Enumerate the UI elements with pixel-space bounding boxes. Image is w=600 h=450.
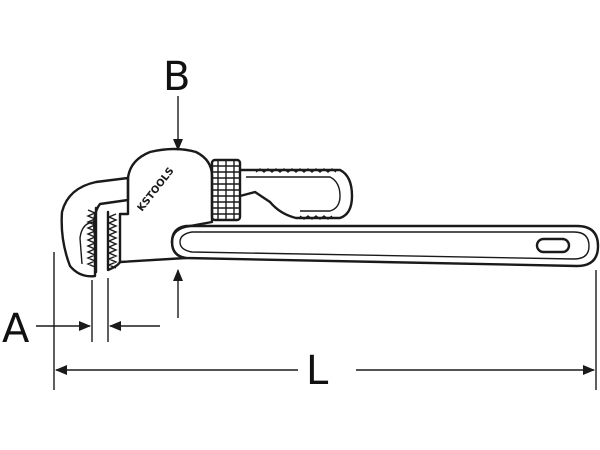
handle-hanging-hole xyxy=(535,237,571,254)
dimension-a: A xyxy=(2,278,160,352)
dimension-a-label: A xyxy=(2,306,30,352)
brand-logo-text: KSTOOLS xyxy=(136,166,177,214)
brand-logo: KSTOOLS xyxy=(136,166,177,214)
dimension-b: B xyxy=(163,54,190,318)
dimension-l: L xyxy=(53,252,597,394)
hook-jaw-inner xyxy=(79,221,96,265)
wrench-frame xyxy=(118,147,214,264)
handle-inner-outline xyxy=(179,231,590,260)
dimension-l-label: L xyxy=(306,348,329,394)
jaw-teeth xyxy=(86,206,122,274)
dimension-b-label: B xyxy=(163,54,190,100)
knurled-nut xyxy=(210,158,242,222)
pipe-wrench: KSTOOLS xyxy=(60,147,600,278)
threaded-shank xyxy=(238,168,354,220)
